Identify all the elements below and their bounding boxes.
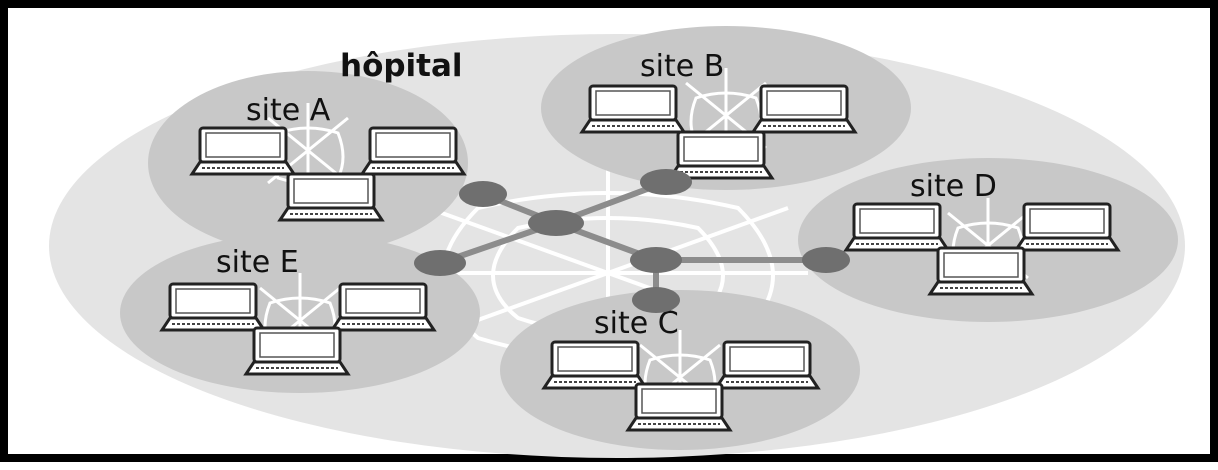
network-node-icon	[640, 169, 692, 195]
network-node-icon	[414, 250, 466, 276]
laptop-icon	[160, 282, 266, 332]
laptop-icon	[714, 340, 820, 390]
laptop-icon	[330, 282, 436, 332]
laptop-icon	[626, 382, 732, 432]
laptop-icon	[928, 246, 1034, 296]
hospital-title: hôpital	[340, 48, 463, 84]
laptop-icon	[542, 340, 648, 390]
laptop-icon	[360, 126, 466, 176]
site-b-label: site B	[640, 49, 724, 84]
laptop-icon	[751, 84, 857, 134]
network-nodes	[414, 169, 850, 313]
site-e: site E	[120, 233, 480, 393]
laptop-icon	[844, 202, 950, 252]
laptop-icon	[244, 326, 350, 376]
network-node-icon	[632, 287, 680, 313]
site-d-label: site D	[910, 169, 997, 204]
laptop-icon	[580, 84, 686, 134]
site-a: site A	[148, 71, 468, 255]
laptop-icon	[1014, 202, 1120, 252]
network-node-icon	[802, 247, 850, 273]
site-e-label: site E	[216, 245, 299, 280]
laptop-icon	[278, 172, 384, 222]
laptop-icon	[190, 126, 296, 176]
network-diagram: site A site B site D site	[49, 26, 1185, 458]
site-a-label: site A	[246, 93, 331, 128]
site-d: site D	[798, 158, 1178, 322]
site-b: site B	[541, 26, 911, 190]
site-c: site C	[500, 290, 860, 450]
laptop-icon	[668, 130, 774, 180]
network-node-icon	[528, 210, 584, 236]
network-node-icon	[630, 247, 682, 273]
network-node-icon	[459, 181, 507, 207]
